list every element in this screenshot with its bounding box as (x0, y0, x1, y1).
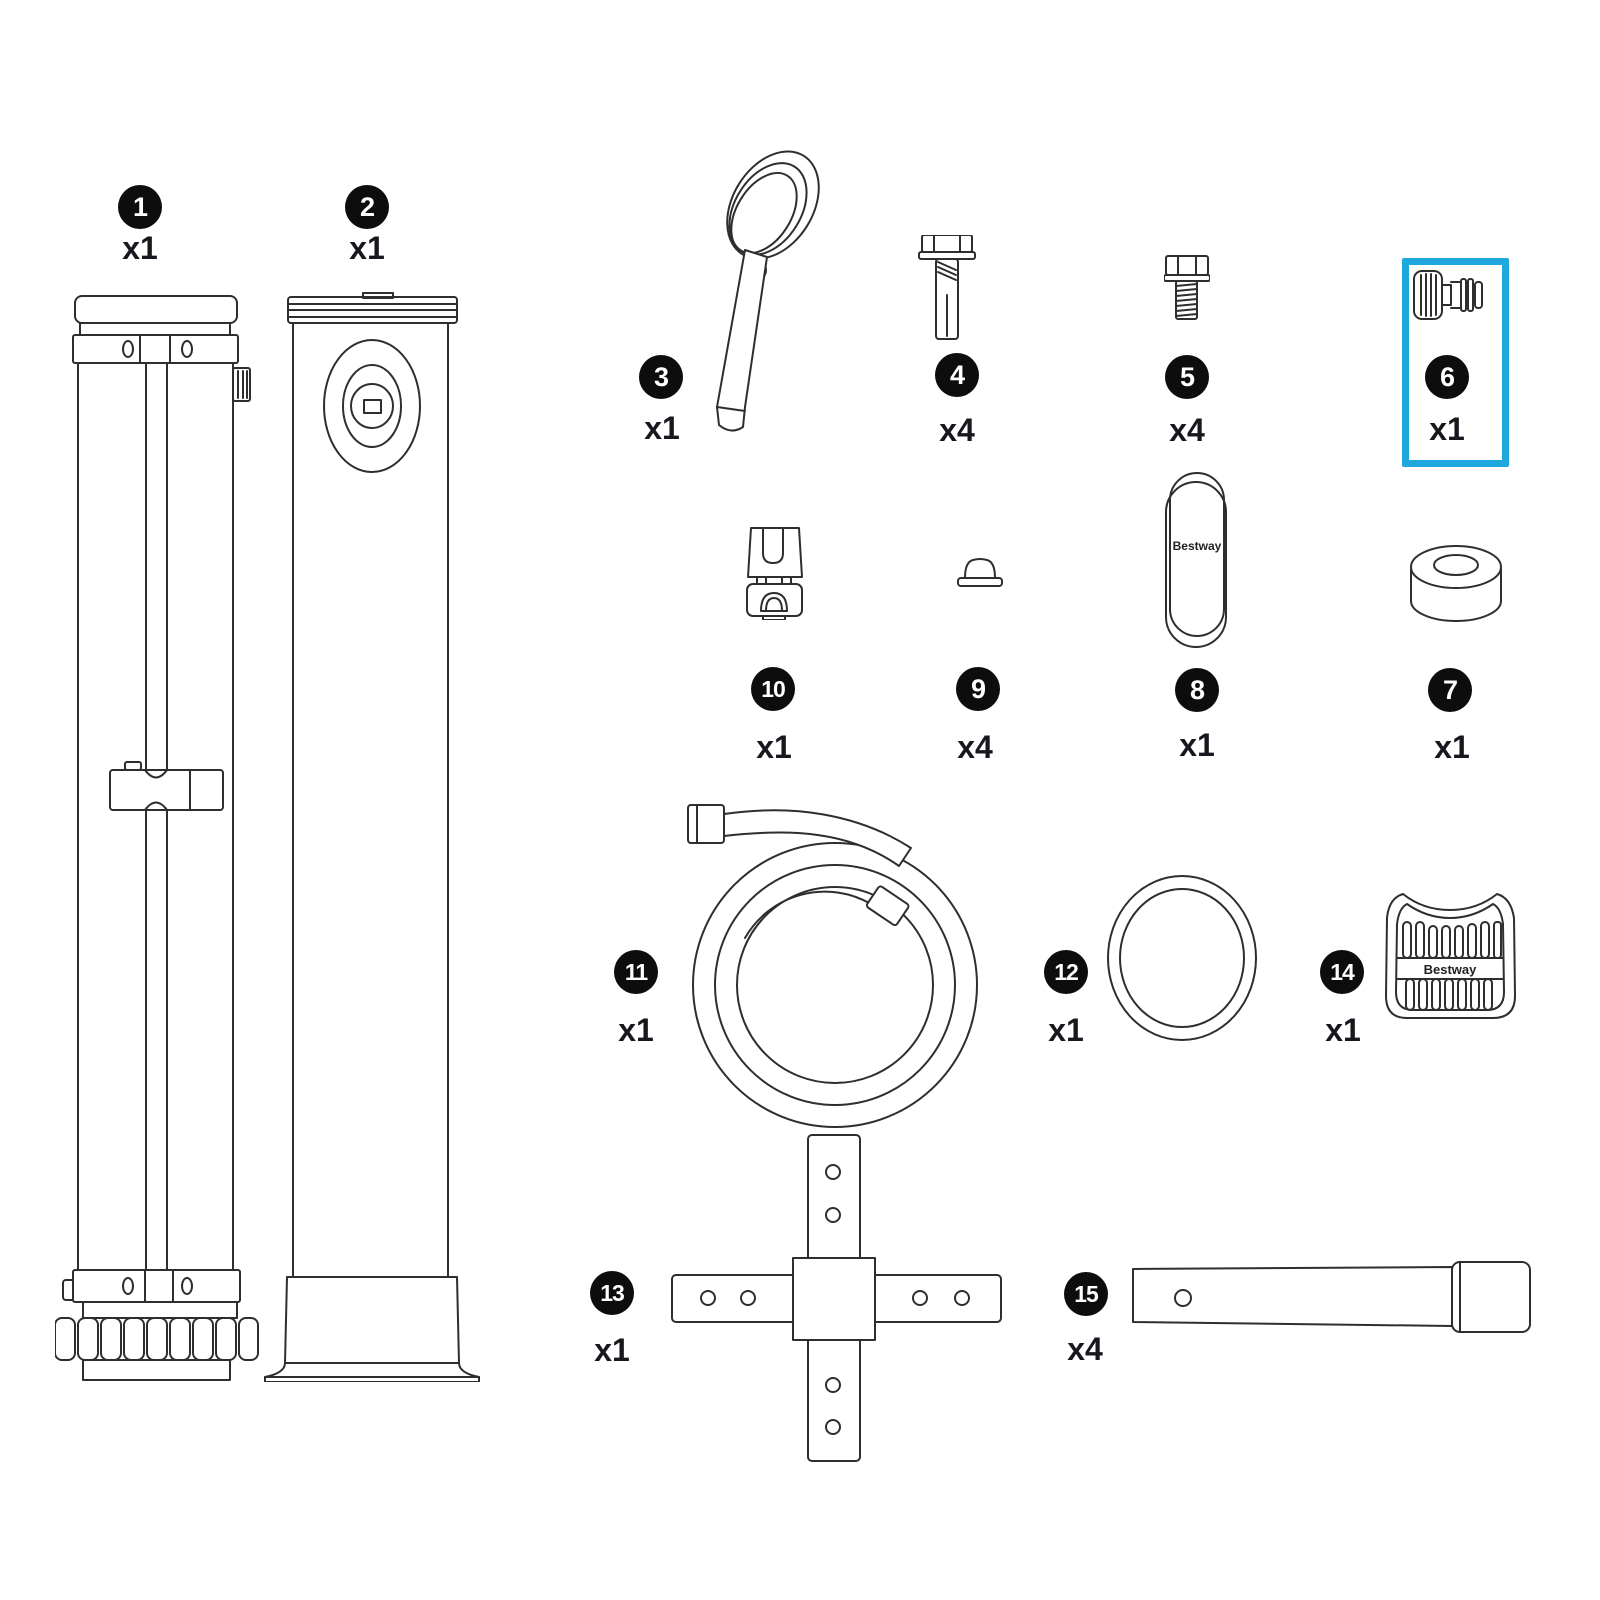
part-11-diagram (687, 804, 978, 1128)
part-8-diagram: Bestway (1165, 472, 1227, 648)
part-2-diagram (264, 292, 480, 1382)
part-10-number-badge: 10 (751, 667, 795, 711)
part-14-diagram: Bestway (1385, 893, 1516, 1019)
part-3-number-badge: 3 (639, 355, 683, 399)
part-9-number-badge: 9 (956, 667, 1000, 711)
part-7-count: x1 (1434, 729, 1470, 765)
part-6-highlight-box (1402, 258, 1509, 467)
part-10-diagram (746, 527, 803, 620)
part-11-count: x1 (618, 1012, 654, 1048)
part-9-count: x4 (957, 729, 993, 765)
part-6-number-badge: 6 (1425, 355, 1469, 399)
part-8-count: x1 (1179, 727, 1215, 763)
bestway-logo-text: Bestway (1173, 539, 1222, 553)
part-15-diagram (1132, 1261, 1531, 1333)
part-11-number-badge: 11 (614, 950, 658, 994)
part-5-count: x4 (1169, 412, 1205, 448)
part-15-count: x4 (1067, 1331, 1103, 1367)
part-14-count: x1 (1325, 1012, 1361, 1048)
part-3-diagram (716, 150, 820, 432)
part-1-count: x1 (122, 230, 158, 266)
part-4-count: x4 (939, 412, 975, 448)
part-13-diagram (671, 1134, 1002, 1462)
part-8-number-badge: 8 (1175, 668, 1219, 712)
part-3-count: x1 (644, 410, 680, 446)
part-2-count: x1 (349, 230, 385, 266)
part-1-number-badge: 1 (118, 185, 162, 229)
part-12-number-badge: 12 (1044, 950, 1088, 994)
part-1-diagram (55, 295, 259, 1381)
part-4-diagram (918, 235, 976, 340)
part-6-diagram (1413, 270, 1483, 320)
part-13-number-badge: 13 (590, 1271, 634, 1315)
part-9-diagram (957, 558, 1003, 587)
part-6-count: x1 (1429, 411, 1465, 447)
bestway-logo-text: Bestway (1424, 962, 1478, 977)
part-13-count: x1 (594, 1332, 630, 1368)
part-5-diagram (1164, 255, 1210, 320)
part-12-count: x1 (1048, 1012, 1084, 1048)
part-2-number-badge: 2 (345, 185, 389, 229)
part-12-diagram (1107, 875, 1257, 1041)
part-7-number-badge: 7 (1428, 668, 1472, 712)
part-14-number-badge: 14 (1320, 950, 1364, 994)
part-4-number-badge: 4 (935, 353, 979, 397)
part-5-number-badge: 5 (1165, 355, 1209, 399)
part-10-count: x1 (756, 729, 792, 765)
part-7-diagram (1410, 545, 1502, 622)
part-15-number-badge: 15 (1064, 1272, 1108, 1316)
